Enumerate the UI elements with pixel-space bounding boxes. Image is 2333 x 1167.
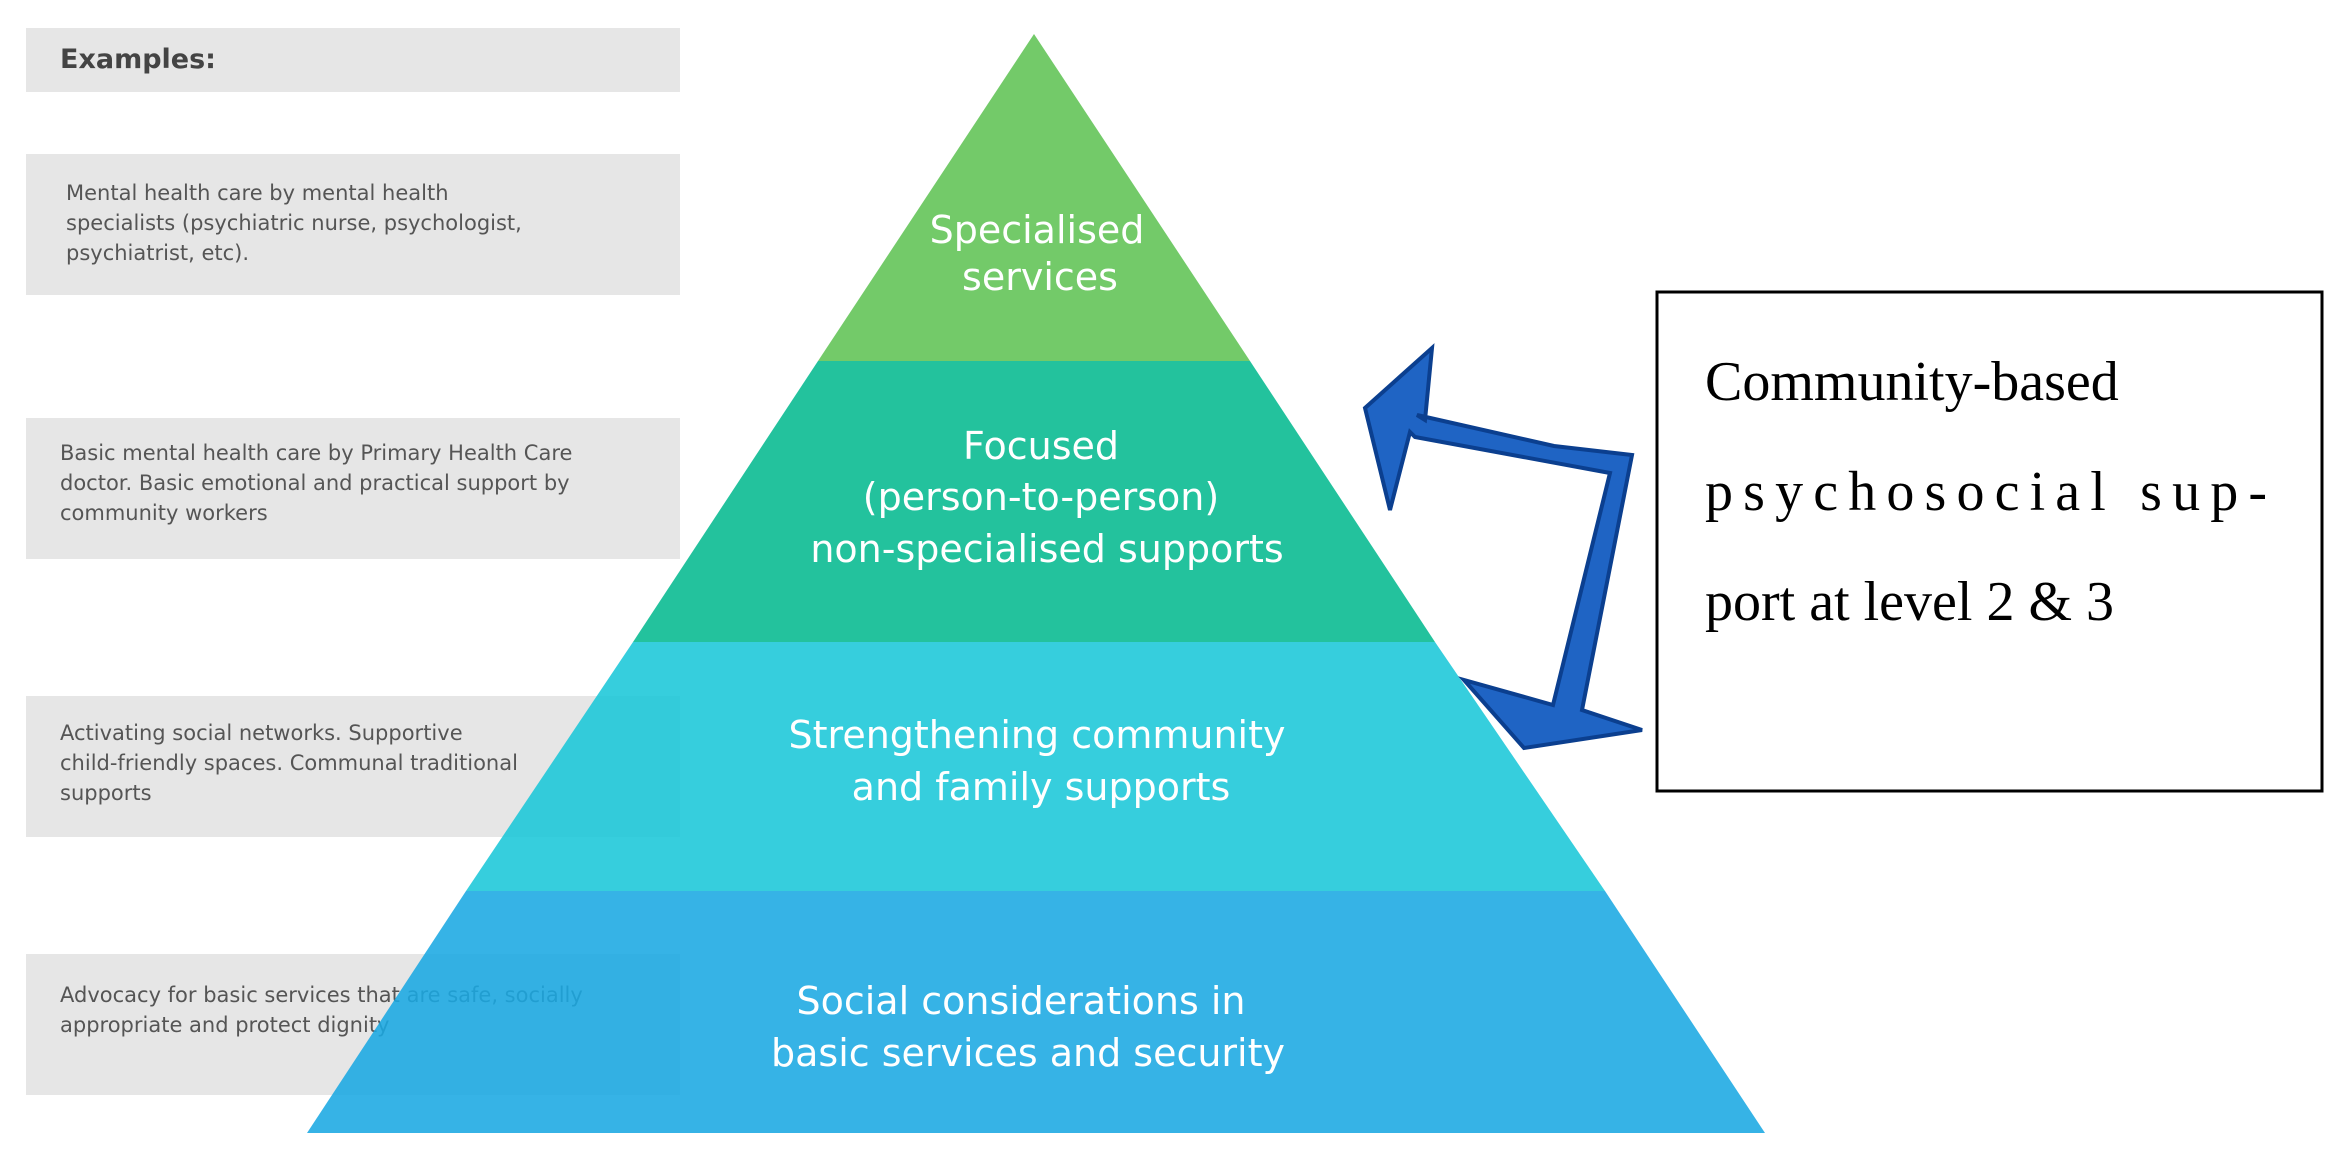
example-line: Activating social networks. Supportive [60, 721, 463, 745]
example-box-focused: Basic mental health care by Primary Heal… [26, 418, 680, 559]
callout-line: Community-based [1705, 351, 2119, 413]
tier-label-line: Strengthening community [789, 713, 1286, 757]
example-line: doctor. Basic emotional and practical su… [60, 471, 570, 495]
tier-label-line: non-specialised supports [810, 527, 1283, 571]
tier-specialised [818, 34, 1250, 361]
example-line: Mental health care by mental health [66, 181, 449, 205]
example-box-specialised: Mental health care by mental health spec… [26, 154, 680, 295]
example-line: child-friendly spaces. Communal traditio… [60, 751, 518, 775]
tier-focused [633, 361, 1435, 642]
example-text-specialised: Mental health care by mental health spec… [66, 178, 522, 268]
tier-community [466, 642, 1605, 891]
tier-label-line: Social considerations in [796, 979, 1245, 1023]
example-text-community: Activating social networks. Supportive c… [60, 718, 518, 808]
examples-heading: Examples: [60, 44, 216, 75]
callout-box [1655, 290, 2324, 793]
example-line: supports [60, 781, 152, 805]
tier-label-line: and family supports [852, 765, 1231, 809]
example-line: specialists (psychiatric nurse, psycholo… [66, 211, 522, 235]
example-text-focused: Basic mental health care by Primary Heal… [60, 438, 572, 528]
example-line: community workers [60, 501, 268, 525]
tier-label-line: (person-to-person) [863, 475, 1219, 519]
callout-line: port at level 2 & 3 [1705, 571, 2114, 633]
example-line: Basic mental health care by Primary Heal… [60, 441, 573, 465]
tier-label-line: Focused [963, 424, 1119, 468]
tier-basic [307, 891, 1765, 1133]
tier-label-line: Specialised [930, 208, 1145, 252]
example-line: psychiatrist, etc). [66, 241, 250, 265]
example-line: appropriate and protect dignity [60, 1013, 390, 1037]
double-arrow-icon [1362, 343, 1643, 751]
examples-heading-box: Examples: [26, 28, 680, 92]
tier-label-line: services [962, 255, 1118, 299]
tier-label-line: basic services and security [771, 1031, 1285, 1075]
